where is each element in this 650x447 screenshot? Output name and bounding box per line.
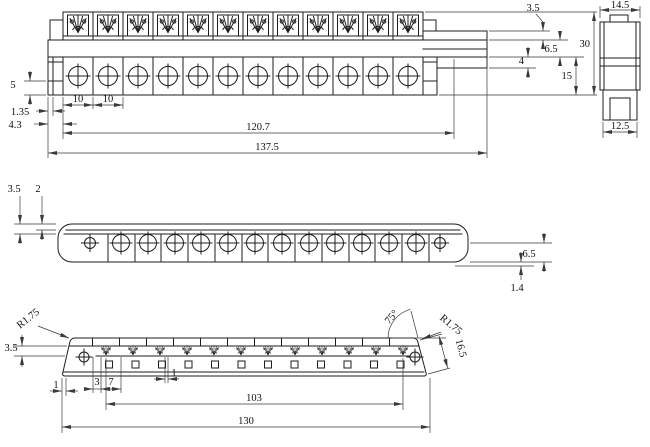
dim-top-3-5: 3.5: [526, 3, 539, 14]
dim-bottom-angle-75: 75°: [383, 308, 401, 326]
dim-top-137-5: 137.5: [255, 142, 279, 153]
dim-side-12-5: 12.5: [611, 121, 629, 132]
dim-bottom-1-a: 1: [53, 380, 58, 391]
side-view-dimensions: 14.5 12.5: [599, 0, 641, 138]
dim-front-1-4: 1.4: [510, 283, 524, 294]
dim-front-3-5: 3.5: [7, 184, 20, 195]
top-view-part: [47, 11, 488, 96]
side-view-part: [599, 14, 641, 121]
dim-top-120-7: 120.7: [246, 122, 270, 133]
side-view: 14.5 12.5: [599, 0, 641, 138]
dim-bottom-3-5: 3.5: [4, 343, 17, 354]
dim-bottom-3: 3: [94, 377, 99, 388]
dim-bottom-103: 103: [246, 393, 262, 404]
front-view: 6.5 1.4 3.5 2: [7, 184, 552, 294]
dim-top-10-a: 10: [73, 94, 84, 105]
front-view-dimensions: 6.5 1.4 3.5 2: [7, 184, 552, 294]
dim-top-10-b: 10: [103, 94, 114, 105]
dim-top-4-3: 4.3: [8, 120, 21, 131]
dim-bottom-7: 7: [108, 377, 113, 388]
bottom-view-part: [62, 337, 427, 377]
bottom-view: 3.5 1 3 7 1 103 130 R1.75 R1.75 75° 16.5: [4, 307, 468, 433]
dim-top-30: 30: [580, 39, 591, 50]
dim-top-1-35: 1.35: [11, 107, 29, 118]
dim-front-6-5: 6.5: [522, 249, 535, 260]
dim-bottom-radius-left: R1.75: [15, 307, 42, 331]
dim-top-4: 4: [519, 56, 525, 67]
dim-bottom-1-b: 1: [171, 368, 176, 379]
bottom-view-wire-clamps: [101, 345, 408, 356]
front-view-part: [57, 223, 469, 263]
dim-bottom-16-5: 16.5: [453, 338, 468, 359]
dim-side-14-5: 14.5: [611, 0, 629, 11]
top-view-dimensions: 5 1.35 10 10 4.3 120.7 137.5 3.5 6.5 4 1…: [8, 3, 597, 158]
top-view: 5 1.35 10 10 4.3 120.7 137.5 3.5 6.5 4 1…: [8, 3, 597, 158]
dim-front-2: 2: [35, 184, 40, 195]
bottom-view-dimensions: 3.5 1 3 7 1 103 130 R1.75 R1.75 75° 16.5: [4, 307, 468, 433]
dim-top-5: 5: [10, 80, 15, 91]
dim-bottom-130: 130: [238, 416, 254, 427]
dim-bottom-radius-right: R1.75: [437, 313, 464, 338]
dim-top-6-5: 6.5: [544, 44, 557, 55]
dim-top-15: 15: [562, 71, 573, 82]
